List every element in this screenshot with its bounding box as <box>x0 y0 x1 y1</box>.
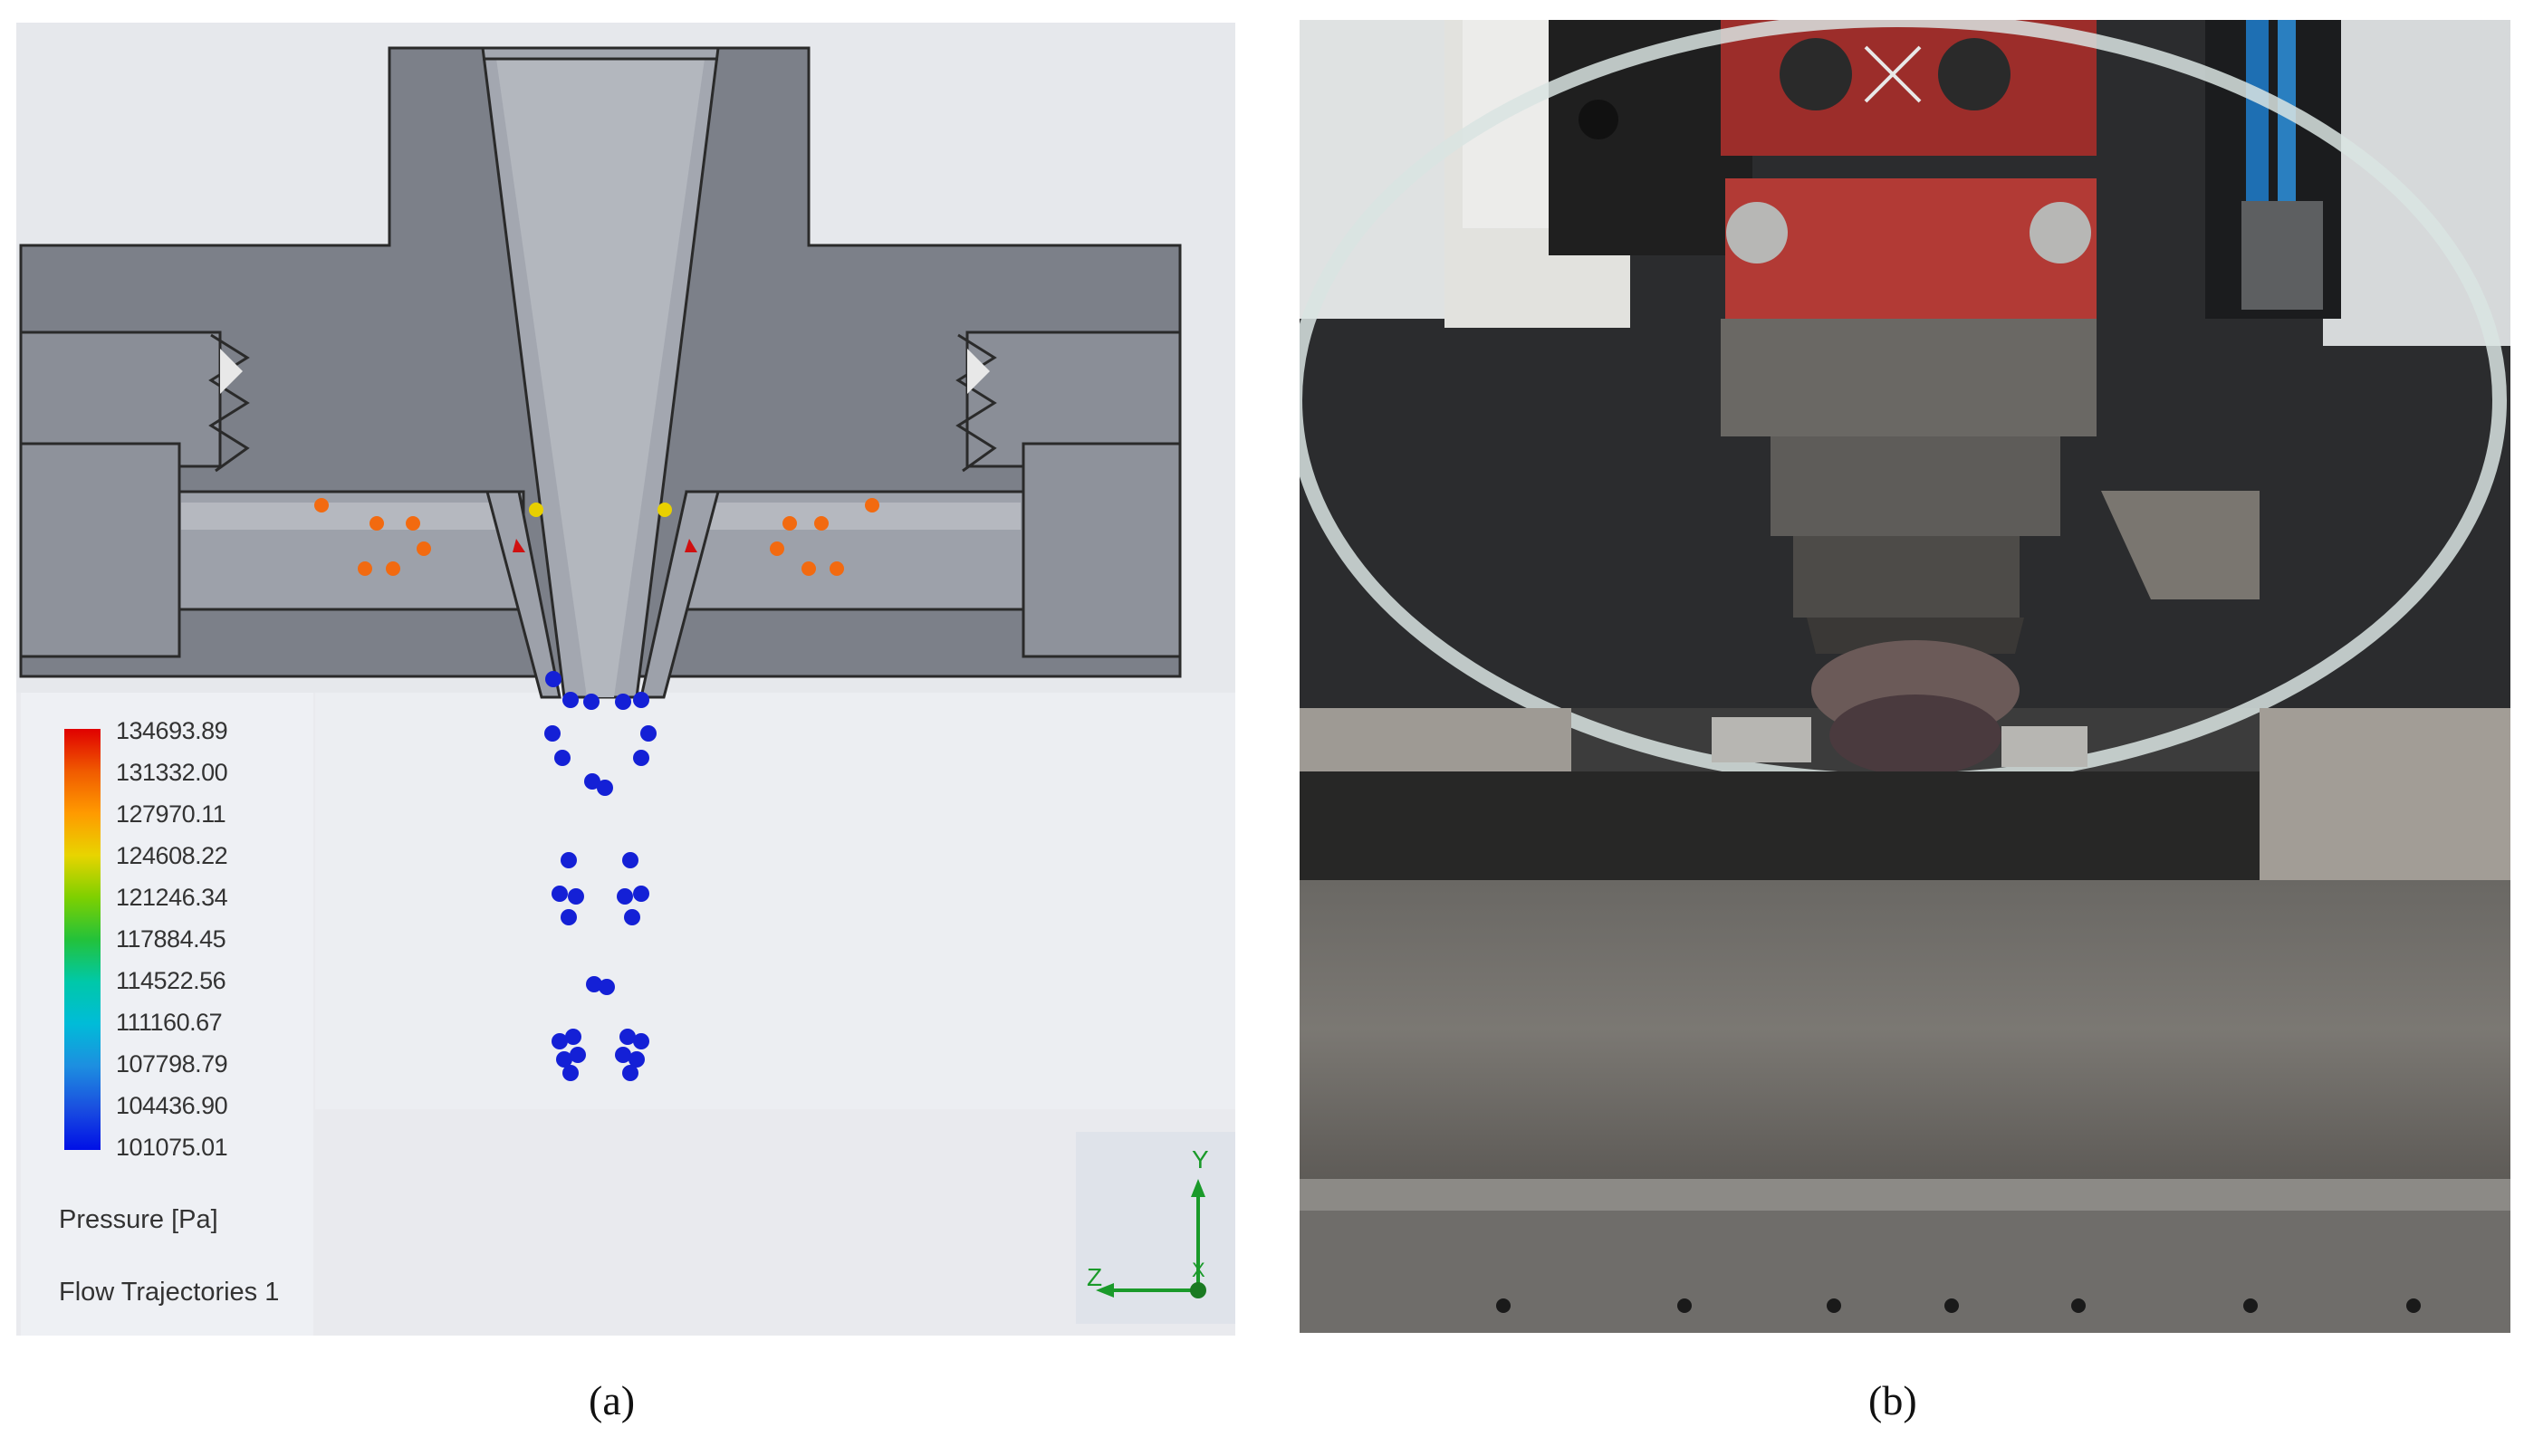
simulation-panel: 134693.89 131332.00 127970.11 124608.22 … <box>16 23 1235 1336</box>
caption-a: (a) <box>589 1377 636 1423</box>
legend-tick: 104436.90 <box>116 1092 228 1119</box>
legend-tick: 111160.67 <box>116 1009 223 1036</box>
axis-triad: Y Z X <box>1076 1132 1235 1324</box>
nozzle-cross-section <box>16 23 1235 1109</box>
legend-tick: 124608.22 <box>116 842 228 869</box>
laser-head-photo <box>1300 20 2510 1333</box>
orange-particles <box>314 498 879 576</box>
legend-quantity: Pressure [Pa] <box>59 1205 218 1234</box>
triad-x-label: X <box>1192 1259 1205 1281</box>
legend-tick: 131332.00 <box>116 759 228 786</box>
legend-tick: 134693.89 <box>116 717 228 744</box>
triad-y-label: Y <box>1192 1145 1209 1173</box>
legend-tick: 101075.01 <box>116 1134 228 1161</box>
legend-tick: 107798.79 <box>116 1050 228 1078</box>
legend-tick: 121246.34 <box>116 884 228 911</box>
triad-z-label: Z <box>1087 1263 1102 1291</box>
pressure-legend: 134693.89 131332.00 127970.11 124608.22 … <box>21 693 313 1336</box>
legend-tick: 127970.11 <box>116 800 226 828</box>
legend-plot-name: Flow Trajectories 1 <box>59 1278 280 1307</box>
legend-color-bar <box>64 729 101 1150</box>
blue-particles <box>544 671 657 1081</box>
caption-b: (b) <box>1868 1377 1917 1423</box>
legend-tick: 114522.56 <box>116 967 226 994</box>
legend-tick: 117884.45 <box>116 925 226 953</box>
